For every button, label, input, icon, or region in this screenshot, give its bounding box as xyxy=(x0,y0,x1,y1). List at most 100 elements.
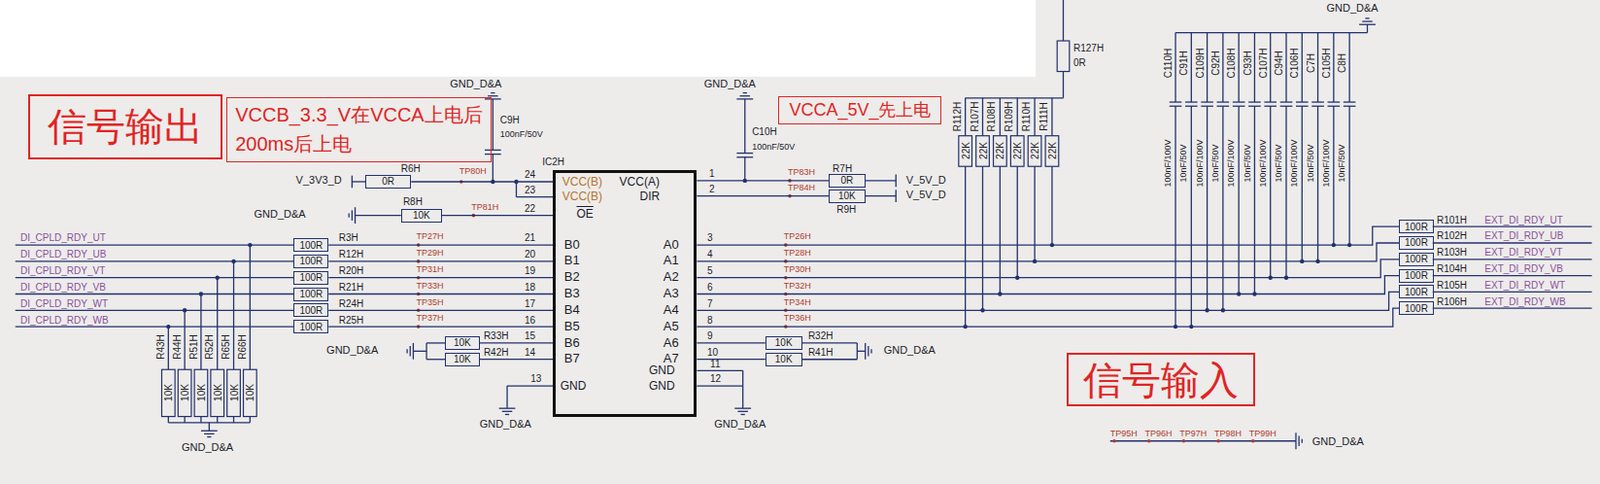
part-value: 10K xyxy=(453,337,472,348)
part-ref: R24H xyxy=(339,298,365,309)
pin-name: A0 xyxy=(663,237,680,252)
signal-name: EXT_DI_RDY_WT xyxy=(1484,279,1566,291)
wire xyxy=(15,293,295,295)
resistor-symbol: 100R xyxy=(1398,284,1434,299)
ground-symbol xyxy=(406,348,408,353)
part-ref: R33H xyxy=(483,330,510,341)
ground-symbol xyxy=(348,213,350,218)
part-ref: R65H xyxy=(220,334,232,360)
part-value: 10K xyxy=(195,383,206,402)
wire xyxy=(1432,307,1593,309)
capacitor-plate xyxy=(1185,101,1198,103)
part-value: 100nF/50V xyxy=(500,129,544,140)
signal-name: DI_CPLD_RDY_UT xyxy=(20,232,106,243)
test-point-label: TP26H xyxy=(783,231,812,242)
part-ref: R12H xyxy=(339,248,365,260)
part-ref: R52H xyxy=(204,334,215,360)
junction-dot xyxy=(215,275,220,280)
wire xyxy=(744,99,746,154)
part-ref: C9H xyxy=(500,114,520,126)
pin-number: 10 xyxy=(707,346,718,358)
capacitor-plate xyxy=(1248,101,1261,103)
wire xyxy=(168,326,170,370)
wire xyxy=(1432,241,1593,243)
resistor-symbol: 100R xyxy=(1398,236,1434,250)
ground-symbol xyxy=(741,413,746,415)
pin-number: 14 xyxy=(524,346,536,358)
signal-name: EXT_DI_RDY_UB xyxy=(1484,230,1564,241)
part-ref: R20H xyxy=(339,265,365,276)
capacitor-plate xyxy=(1217,101,1230,103)
wire xyxy=(982,98,984,137)
pin-name: B4 xyxy=(564,302,580,317)
part-value: 100nF/100V xyxy=(1257,139,1268,188)
wire-connector xyxy=(696,179,829,181)
wire xyxy=(233,261,235,370)
pin-name: A7 xyxy=(663,350,680,366)
part-ref: C94H xyxy=(1273,50,1285,76)
wire xyxy=(15,260,295,262)
part-ref: C93H xyxy=(1241,50,1253,76)
note-text: 信号输出 xyxy=(47,102,204,150)
signal-name: DI_CPLD_RDY_WT xyxy=(20,298,108,309)
pin-number: 2 xyxy=(709,183,715,195)
pin-number: 15 xyxy=(524,330,536,341)
ground-symbol xyxy=(502,410,513,412)
part-value: 10nF/50V xyxy=(1304,144,1316,183)
wire xyxy=(1432,258,1593,260)
signal-name: EXT_DI_RDY_WB xyxy=(1484,296,1566,307)
ground-symbol xyxy=(1361,20,1373,22)
wire-connector xyxy=(696,259,1399,278)
part-ref: C109H xyxy=(1193,48,1205,79)
junction-dot xyxy=(231,259,236,264)
resistor-symbol xyxy=(161,369,175,416)
resistor-symbol: 100R xyxy=(1398,252,1434,267)
part-ref: R21H xyxy=(339,281,365,293)
ground-label: GND_D&A xyxy=(479,418,532,430)
part-value: 100R xyxy=(1404,221,1429,233)
wire xyxy=(1285,33,1287,103)
wire xyxy=(1301,33,1303,103)
capacitor-plate xyxy=(1169,101,1183,103)
wire xyxy=(1174,33,1176,103)
capacitor-plate xyxy=(736,152,753,154)
callout-box: 信号输出 xyxy=(28,94,223,160)
part-value: 22K xyxy=(959,142,971,161)
wire xyxy=(1301,105,1303,262)
wire-connector xyxy=(442,214,554,216)
pin-number: 19 xyxy=(524,265,536,276)
resistor-symbol: 100R xyxy=(293,254,329,269)
wire xyxy=(802,358,858,360)
pin-number: 23 xyxy=(524,184,536,196)
pin-name: GND xyxy=(648,378,676,393)
pin-name: B6 xyxy=(564,335,580,350)
part-ref: R9H xyxy=(836,204,856,215)
wire xyxy=(1033,98,1035,137)
wire xyxy=(506,385,508,409)
wire xyxy=(507,384,553,386)
test-point-label: TP98H xyxy=(1214,428,1242,440)
pin-name: B0 xyxy=(564,237,580,252)
test-point-label: TP33H xyxy=(416,280,444,292)
part-value: 22K xyxy=(977,142,988,161)
part-ref: R3H xyxy=(339,232,359,243)
test-point-label: TP81H xyxy=(471,202,499,213)
wire xyxy=(1317,105,1319,262)
pin-name: A2 xyxy=(663,269,680,284)
capacitor-plate xyxy=(1311,101,1325,103)
pin-number: 5 xyxy=(707,265,714,276)
signal-name: DI_CPLD_RDY_VB xyxy=(20,281,106,293)
wire xyxy=(1110,440,1296,442)
part-value: 10K xyxy=(179,383,191,402)
resistor-symbol: 100R xyxy=(293,238,329,252)
wire xyxy=(1317,33,1319,103)
part-value: 100R xyxy=(299,321,323,333)
ground-label: GND_D&A xyxy=(254,208,307,220)
note-text: VCCA_5V_先上电 xyxy=(788,99,931,121)
pin-number: 12 xyxy=(710,373,721,384)
wire xyxy=(200,294,202,371)
part-ref: R105H xyxy=(1436,279,1467,291)
wire xyxy=(865,179,897,181)
part-value: 10K xyxy=(775,337,793,348)
part-ref: R110H xyxy=(1021,102,1032,132)
